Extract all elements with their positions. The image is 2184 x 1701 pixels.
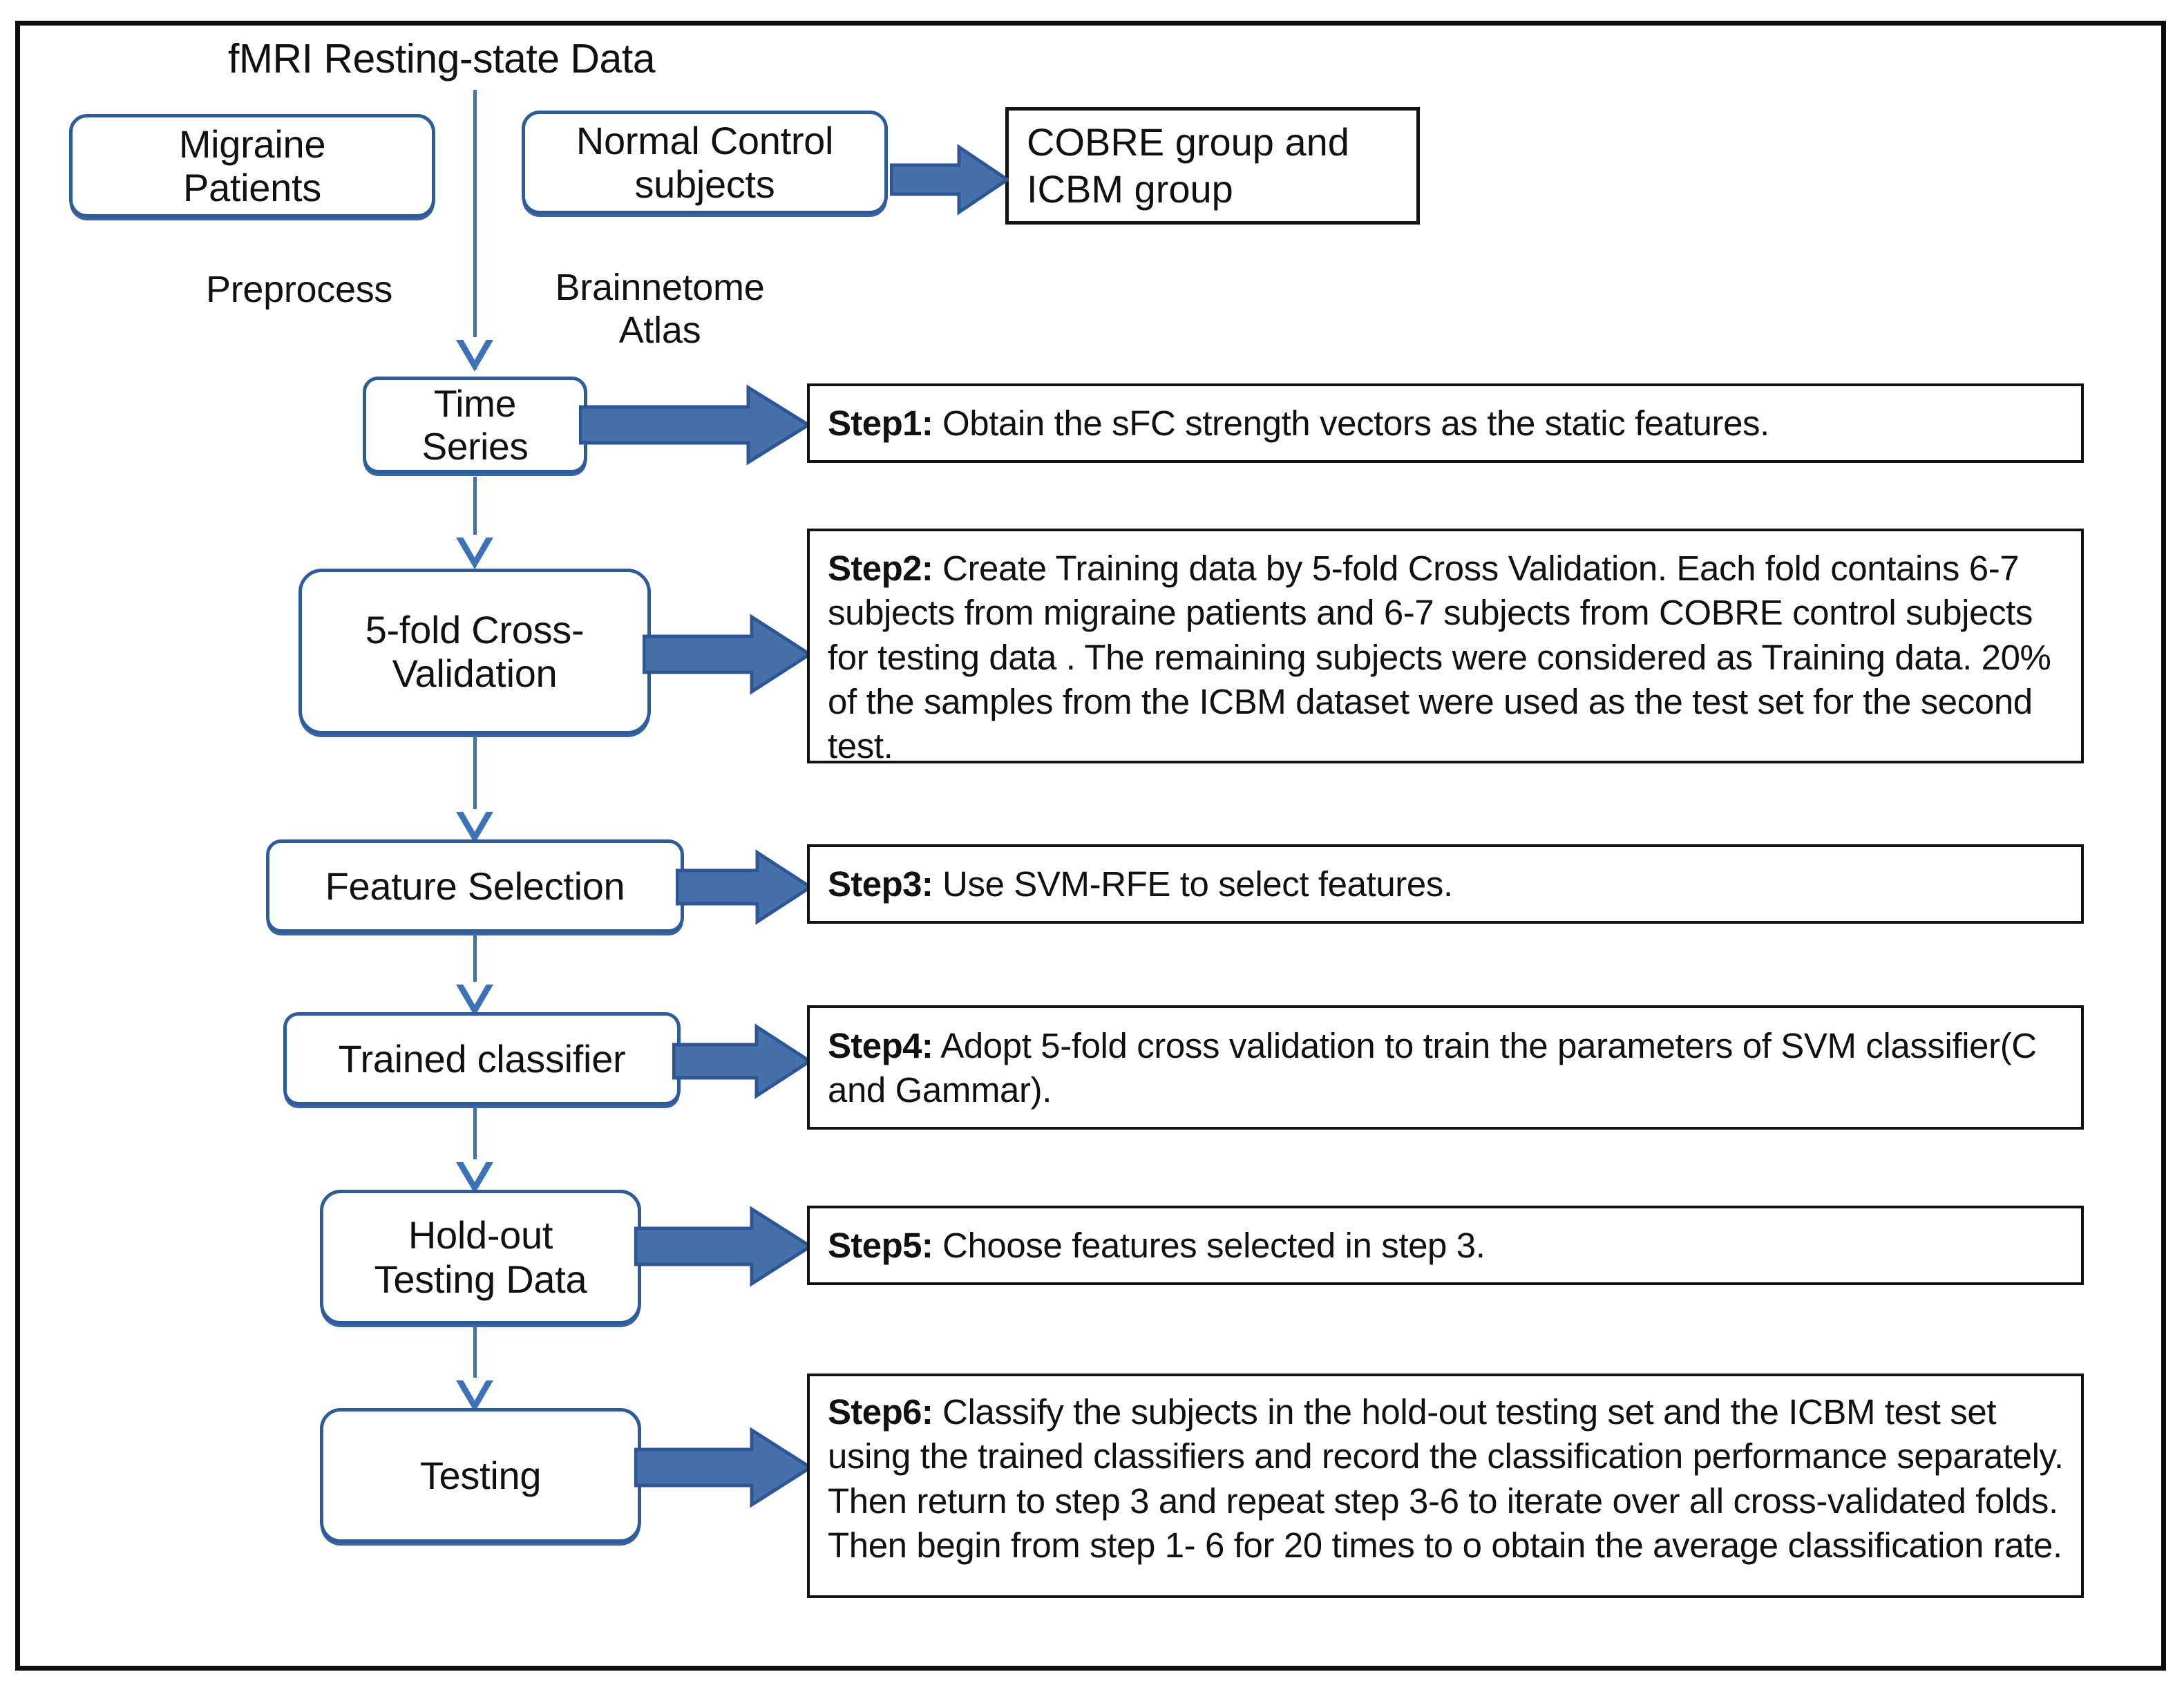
step-3-label: Step3:: [828, 864, 933, 904]
connector-holdout-to-testing: [473, 1327, 477, 1413]
node-migraine-line1: Migraine: [178, 122, 326, 166]
connector-arrowhead-classifier: [456, 982, 493, 1016]
node-cv-line2: Validation: [392, 652, 558, 695]
connector-arrowhead-cv: [456, 535, 493, 569]
step-5-label: Step5:: [828, 1226, 933, 1266]
node-cobre-icbm[interactable]: COBRE group and ICBM group: [1005, 107, 1420, 225]
step-2-label: Step2:: [828, 549, 933, 588]
arrow-normalcontrol-to-cobre: [890, 142, 1009, 218]
node-normal-control-line1: Normal Control: [576, 118, 834, 162]
step-1-text: Obtain the sFC strength vectors as the s…: [933, 403, 1769, 444]
connector-arrowhead-featureselection: [456, 809, 493, 844]
label-brainnetome-atlas: Brainnetome Atlas: [546, 266, 774, 352]
node-cobre-line2: ICBM group: [1027, 167, 1233, 211]
arrow-to-step4: [672, 1023, 812, 1100]
step-1-label: Step1:: [828, 403, 933, 444]
node-hold-out-testing-data[interactable]: Hold-out Testing Data: [320, 1190, 641, 1324]
node-time-series-line2: Series: [421, 425, 529, 468]
arrow-to-step3: [676, 848, 813, 926]
connector-arrowhead-timeseries: [456, 337, 493, 372]
step-box-2[interactable]: Step2: Create Training data by 5-fold Cr…: [807, 529, 2084, 766]
label-preprocess: Preprocess: [206, 269, 393, 310]
arrow-to-step1: [579, 382, 810, 468]
node-feature-selection-label: Feature Selection: [325, 864, 625, 908]
node-cross-validation[interactable]: 5-fold Cross- Validation: [298, 569, 651, 734]
node-trained-classifier-label: Trained classifier: [338, 1036, 626, 1081]
node-cv-line1: 5-fold Cross-: [365, 607, 585, 652]
step-6-text: Classify the subjects in the hold-out te…: [828, 1392, 2064, 1565]
node-trained-classifier[interactable]: Trained classifier: [283, 1012, 681, 1105]
step-box-5[interactable]: Step5: Choose features selected in step …: [807, 1206, 2084, 1285]
page-title: fMRI Resting-state Data: [228, 36, 656, 82]
label-atlas-line2: Atlas: [618, 310, 701, 352]
connector-cv-to-featureselection: [473, 736, 477, 843]
label-atlas-line1: Brainnetome: [555, 267, 765, 308]
node-testing-label: Testing: [419, 1453, 542, 1497]
step-box-6[interactable]: Step6: Classify the subjects in the hold…: [807, 1374, 2084, 1598]
connector-source-to-timeseries: [473, 90, 477, 370]
connector-classifier-to-holdout: [473, 1107, 477, 1193]
step-5-text: Choose features selected in step 3.: [933, 1226, 1485, 1266]
node-migraine-patients[interactable]: Migraine Patients: [69, 114, 435, 218]
node-time-series-line1: Time: [434, 381, 516, 425]
step-box-1[interactable]: Step1: Obtain the sFC strength vectors a…: [807, 383, 2084, 463]
step-box-4[interactable]: Step4: Adopt 5-fold cross validation to …: [807, 1005, 2084, 1130]
connector-featureselection-to-classifier: [473, 934, 477, 1017]
arrow-to-step5: [634, 1204, 813, 1290]
node-testing[interactable]: Testing: [320, 1408, 641, 1543]
step-4-label: Step4:: [828, 1025, 933, 1065]
arrow-to-step6: [634, 1425, 813, 1511]
step-3-text: Use SVM-RFE to select features.: [933, 864, 1453, 904]
node-feature-selection[interactable]: Feature Selection: [266, 839, 684, 933]
step-6-label: Step6:: [828, 1392, 933, 1432]
arrow-to-step2: [643, 611, 812, 698]
node-normal-control-line2: subjects: [634, 162, 775, 206]
step-2-text: Create Training data by 5-fold Cross Val…: [828, 549, 2051, 766]
node-normal-control[interactable]: Normal Control subjects: [522, 111, 888, 214]
node-holdout-line1: Hold-out: [408, 1213, 553, 1257]
node-holdout-line2: Testing Data: [374, 1257, 587, 1301]
node-migraine-line2: Patients: [183, 166, 321, 209]
node-cobre-line1: COBRE group and: [1027, 120, 1349, 164]
connector-arrowhead-holdout: [456, 1159, 493, 1194]
connector-timeseries-to-cv: [473, 477, 477, 567]
step-4-text: Adopt 5-fold cross validation to train t…: [828, 1025, 2037, 1110]
connector-arrowhead-testing: [456, 1378, 493, 1412]
step-box-3[interactable]: Step3: Use SVM-RFE to select features.: [807, 844, 2084, 924]
node-time-series[interactable]: Time Series: [363, 377, 587, 473]
